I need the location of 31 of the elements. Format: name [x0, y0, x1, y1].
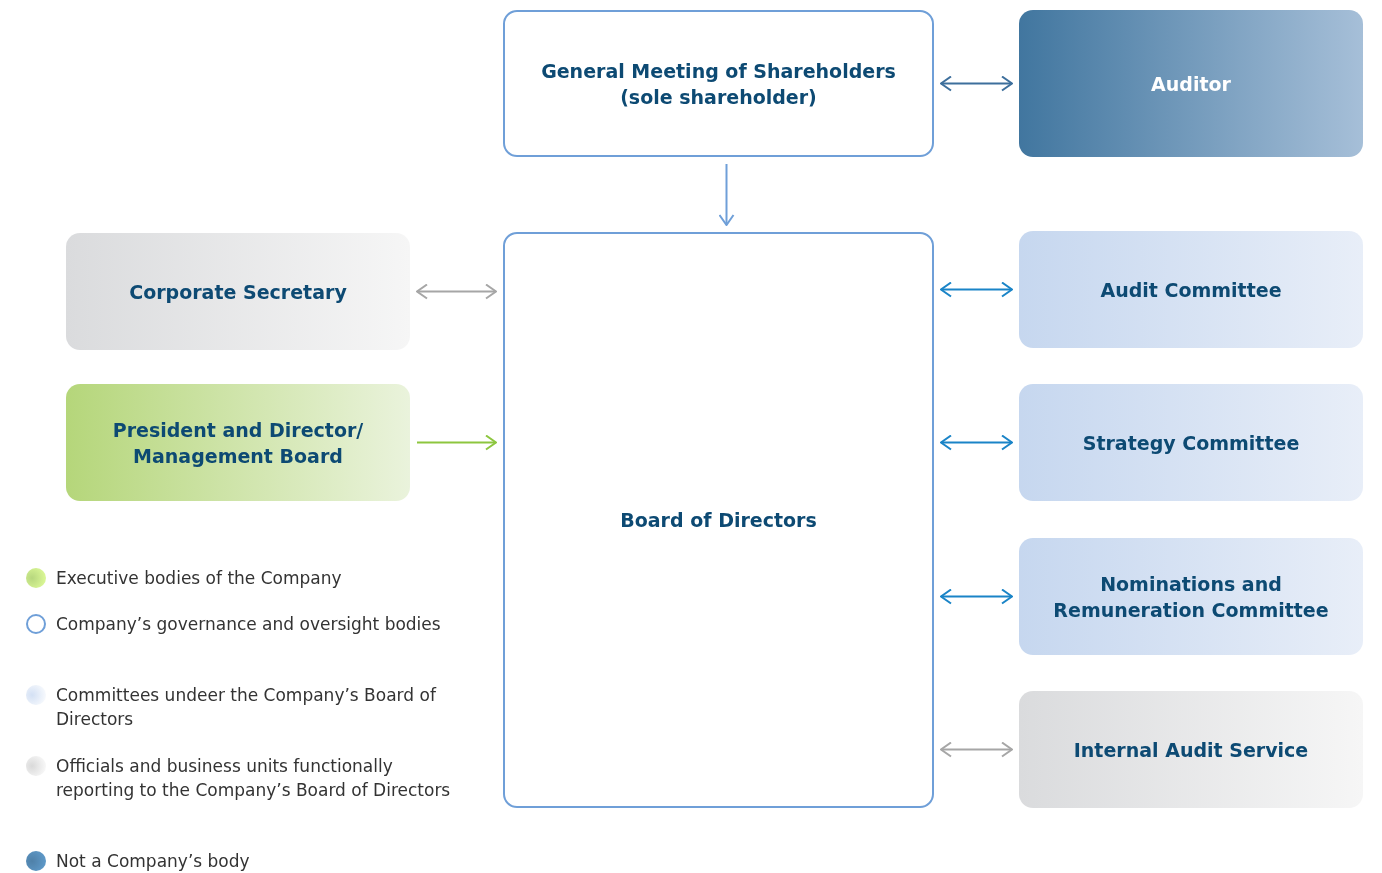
governance-body-box: [503, 232, 934, 808]
executive-body-box: [66, 384, 410, 501]
connector-arrow: [940, 281, 1013, 298]
connector-arrow: [940, 741, 1013, 758]
committee-box: [1019, 384, 1363, 501]
connector-arrow: [940, 588, 1013, 605]
node-label: General Meeting of Shareholders (sole shareholder): [540, 58, 897, 110]
legend-text: Company’s governance and oversight bodies: [56, 613, 442, 636]
connector-arrow: [940, 75, 1013, 92]
node-label: President and Director/ Management Board: [111, 417, 365, 469]
connector-arrow: [416, 283, 497, 300]
connector-arrow: [718, 163, 735, 226]
official-unit-box: [1019, 691, 1363, 808]
external-body-box: [1019, 10, 1363, 157]
legend-text: Executive bodies of the Company: [56, 567, 343, 590]
official-unit-box: [66, 233, 410, 350]
node-label: Auditor: [1150, 71, 1232, 97]
node-label: Strategy Committee: [1081, 430, 1301, 456]
legend-text: Committees undeer the Company’s Board of Directors: [56, 684, 438, 731]
legend-text: Not a Company’s body: [56, 850, 251, 873]
governance-body-box: [503, 10, 934, 157]
node-label: Corporate Secretary: [128, 279, 348, 305]
node-label: Nominations and Remuneration Committee: [1052, 571, 1330, 623]
committee-box: [1019, 538, 1363, 655]
node-label: Internal Audit Service: [1072, 737, 1310, 763]
node-label: Board of Directors: [619, 508, 818, 533]
connector-arrow: [940, 434, 1013, 451]
legend-text: Officials and business units functionally reporting to the Company’s Board of Directors: [56, 755, 452, 802]
node-label: Audit Committee: [1099, 277, 1283, 303]
connector-arrow: [416, 434, 497, 451]
committee-box: [1019, 231, 1363, 348]
